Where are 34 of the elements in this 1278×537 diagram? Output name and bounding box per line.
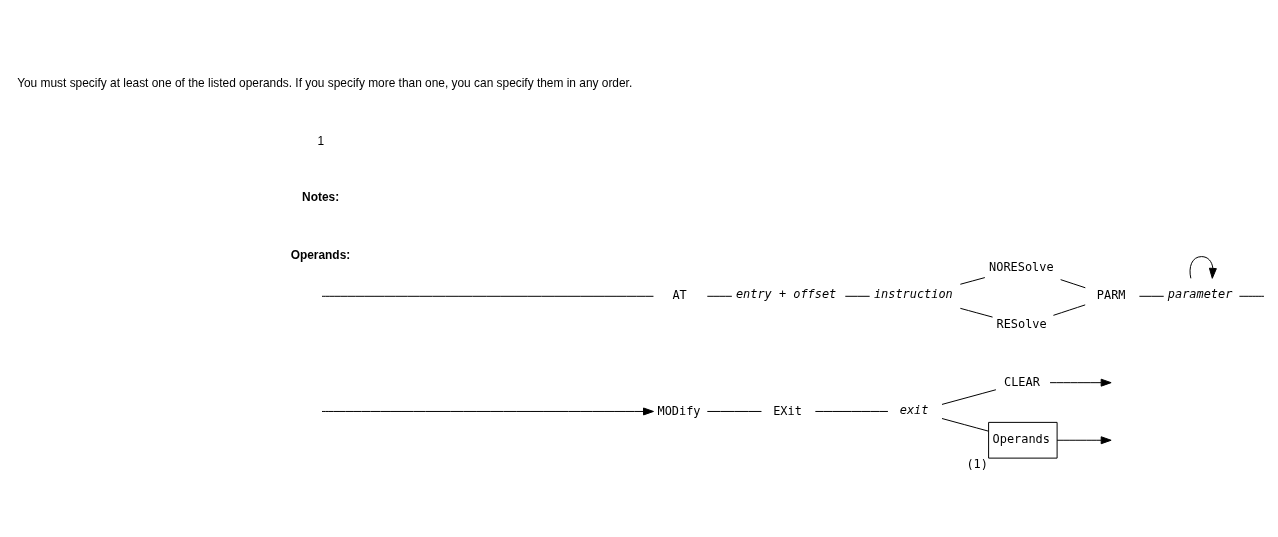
- node-text: PARM: [1096, 288, 1126, 303]
- connector: [814, 410, 889, 412]
- connector: [1052, 304, 1086, 316]
- label: You must specify at least one of the listed operands. If you specify more than one, you can specify them in any order.: [17, 75, 633, 90]
- connector: [941, 389, 997, 405]
- node-text: instruction: [873, 287, 953, 302]
- node-text: EXit: [773, 403, 802, 418]
- node-text: RESolve: [996, 317, 1047, 332]
- node-text: exit: [899, 402, 929, 417]
- node-text: AT: [672, 288, 687, 303]
- connector: [706, 295, 733, 297]
- node-box: Operands: [988, 421, 1058, 459]
- label: 1: [317, 133, 325, 148]
- connector: [1238, 295, 1265, 297]
- node-text: NORESolve: [989, 259, 1054, 274]
- arrow: [321, 407, 654, 416]
- connector: [959, 277, 986, 285]
- connector: [321, 295, 654, 297]
- connector: [941, 418, 989, 432]
- label: Operands:: [290, 247, 351, 262]
- label: Notes:: [302, 190, 340, 205]
- connector: [844, 295, 871, 297]
- node-text: parameter: [1167, 287, 1233, 302]
- connector: [1138, 295, 1165, 297]
- node-text: MODify: [657, 403, 701, 418]
- connector: [706, 410, 762, 412]
- arrow: [1189, 256, 1217, 279]
- node-text: CLEAR: [1003, 374, 1040, 389]
- arrow: [1049, 378, 1112, 387]
- connector: [959, 307, 994, 318]
- arrow: [1056, 436, 1112, 445]
- node-text: entry + offset: [735, 287, 837, 302]
- connector: [1060, 279, 1086, 289]
- node-label: (1): [966, 456, 988, 471]
